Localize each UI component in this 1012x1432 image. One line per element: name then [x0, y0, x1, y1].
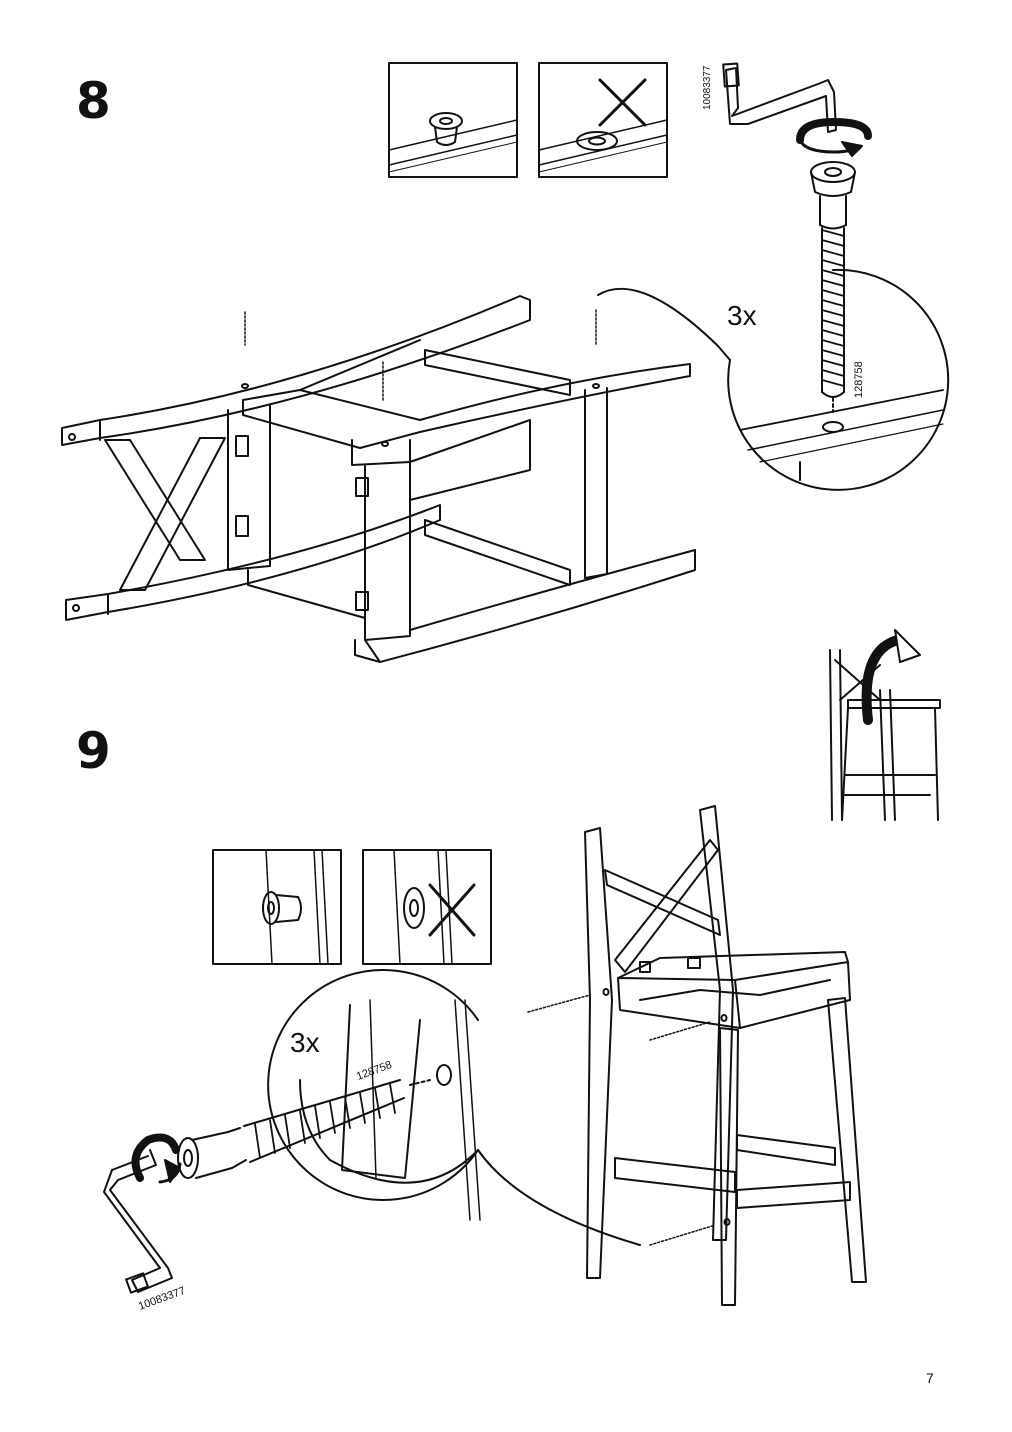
step9-zoom-circle	[267, 969, 641, 1246]
cross-mark-icon	[598, 78, 647, 127]
step9-correct-detail	[212, 849, 342, 965]
step9-quantity-label: 3x	[290, 1027, 320, 1058]
step8-wrong-detail	[538, 62, 668, 178]
step9-bar-stool	[527, 805, 867, 1306]
cross-mark-icon	[428, 883, 476, 937]
screw-icon	[810, 161, 856, 433]
step9-screw-part-label: 128758	[355, 1059, 394, 1083]
screw-icon	[177, 1079, 431, 1179]
step8-key-part-label: 10083377	[702, 65, 713, 110]
allen-key-icon	[722, 62, 837, 133]
step-9-number: 9	[76, 722, 111, 780]
step8-zoom-circle	[597, 268, 950, 491]
flip-chair-arrow-icon	[829, 629, 941, 821]
allen-key-icon	[103, 1149, 173, 1294]
rotate-arrow-icon	[131, 1133, 182, 1184]
step8-correct-detail	[388, 62, 518, 178]
step8-chair-frame	[61, 295, 696, 663]
step9-wrong-detail	[362, 849, 492, 965]
step-8-number: 8	[76, 72, 111, 130]
page-number: 7	[926, 1370, 934, 1386]
step8-screw-part-label: 128758	[853, 361, 865, 398]
rotate-arrow-icon	[796, 118, 872, 157]
step8-quantity-label: 3x	[727, 300, 757, 331]
